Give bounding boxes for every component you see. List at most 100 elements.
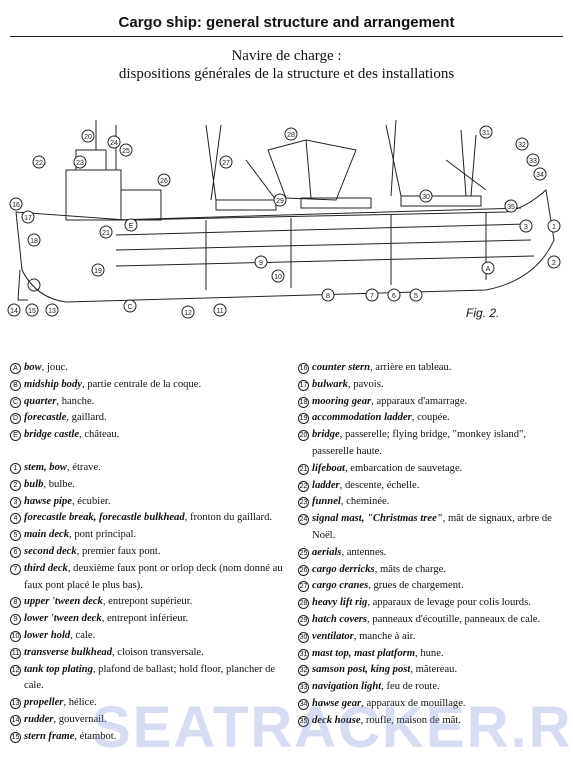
legend-term: ventilator xyxy=(312,630,354,642)
legend-number: 9 xyxy=(10,614,21,626)
callout-18: 18 xyxy=(30,238,38,245)
legend-term: hatch covers xyxy=(312,613,368,625)
callout-34: 34 xyxy=(536,172,544,179)
legend-number: 12 xyxy=(10,664,21,676)
callout-12: 12 xyxy=(184,310,192,317)
legend-term: lifeboat xyxy=(312,462,345,474)
callout-23: 23 xyxy=(76,160,84,167)
legend-translation: , roufle, maison de mât. xyxy=(360,714,461,726)
callout-20: 20 xyxy=(84,134,92,141)
legend-number: 22 xyxy=(298,480,309,492)
legend-translation: , entrepont inférieur. xyxy=(101,613,189,625)
legend-translation: , cale. xyxy=(70,629,96,641)
legend-translation: , cheminée. xyxy=(340,496,390,508)
callout-16: 16 xyxy=(12,202,20,209)
callout-14: 14 xyxy=(10,308,18,315)
legend-number: D xyxy=(10,413,21,425)
callout-35: 35 xyxy=(507,204,515,211)
legend-number: C xyxy=(10,396,21,408)
legend-term: forecastle break, forecastle bulkhead xyxy=(24,512,185,524)
legend-translation: , pavois. xyxy=(347,378,384,390)
legend-translation: , apparaux de mouillage. xyxy=(361,697,466,709)
callout-26: 26 xyxy=(160,178,168,185)
callout-3: 3 xyxy=(524,224,528,231)
callout-C: C xyxy=(127,304,132,311)
legend-number: 18 xyxy=(298,396,309,408)
callout-11: 11 xyxy=(216,308,223,315)
legend-number: 10 xyxy=(10,630,21,642)
legend-term: lower hold xyxy=(24,629,71,641)
legend-term: second deck xyxy=(24,545,77,557)
legend-translation: , plafond de ballast; hold floor, planch… xyxy=(24,663,276,692)
callout-30: 30 xyxy=(422,194,430,201)
legend-number: 28 xyxy=(298,598,309,610)
legend-number: 32 xyxy=(298,665,309,677)
legend-number: 20 xyxy=(298,430,309,442)
callout-15: 15 xyxy=(28,308,36,315)
legend-term: bulb xyxy=(24,478,44,490)
callout-19: 19 xyxy=(94,268,102,275)
legend-translation: , gaillard. xyxy=(66,412,107,424)
legend-term: counter stern xyxy=(312,362,370,373)
callout-7: 7 xyxy=(370,293,374,300)
legend-term: signal mast, "Christmas tree" xyxy=(312,513,443,525)
callout-24: 24 xyxy=(110,140,118,147)
callout-32: 32 xyxy=(518,142,526,149)
legend-term: accommodation ladder xyxy=(312,412,412,424)
legend-number: 23 xyxy=(298,497,309,509)
legend-translation: , hélice. xyxy=(63,697,97,709)
legend-translation: , mâts de charge. xyxy=(374,563,446,575)
legend-translation: , embarcation de sauvetage. xyxy=(344,462,463,474)
legend-number: 24 xyxy=(298,514,309,526)
legend-number: 31 xyxy=(298,648,309,660)
legend-number: 26 xyxy=(298,564,309,576)
legend-translation: , coupée. xyxy=(411,412,450,424)
callout-22: 22 xyxy=(35,160,43,167)
legend-term: heavy lift rig xyxy=(312,597,368,609)
callout-25: 25 xyxy=(122,148,130,155)
legend-number: 19 xyxy=(298,413,309,425)
legend-translation: , jouc. xyxy=(41,362,68,373)
callout-5: 5 xyxy=(414,293,418,300)
legend-term: bulwark xyxy=(312,378,348,390)
callout-13: 13 xyxy=(48,308,56,315)
legend-number: A xyxy=(10,363,21,374)
legend-number: 17 xyxy=(298,379,309,391)
legend-term: mast top, mast platform xyxy=(312,647,416,659)
legend-translation: , panneaux d'écoutille, panneaux de cale… xyxy=(367,613,541,625)
legend-number: 14 xyxy=(10,714,21,726)
legend-number: 6 xyxy=(10,546,21,558)
legend-term: quarter xyxy=(24,395,57,407)
legend-term: hawse pipe xyxy=(24,495,72,507)
legend-translation: , mâtereau. xyxy=(410,664,458,676)
legend-term: stem, bow xyxy=(24,461,67,473)
legend-number: 13 xyxy=(10,698,21,710)
legend-translation: , bulbe. xyxy=(43,478,75,490)
legend-term: midship body xyxy=(24,378,82,390)
legend-translation: , cloison transversale. xyxy=(112,646,204,658)
callout-9: 9 xyxy=(259,260,263,267)
legend-number: 21 xyxy=(298,463,309,475)
callout-33: 33 xyxy=(529,158,537,165)
legend-translation: , apparaux de levage pour colis lourds. xyxy=(367,597,531,609)
legend-number: 8 xyxy=(10,597,21,609)
legend-term: main deck xyxy=(24,529,70,541)
